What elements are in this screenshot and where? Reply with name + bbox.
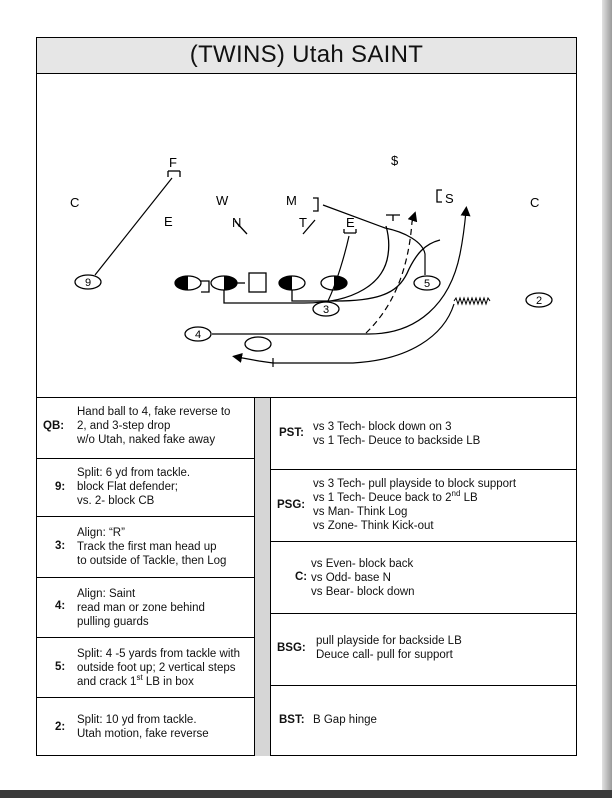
player-3-symbol xyxy=(312,301,340,317)
assignment-label: 3: xyxy=(55,540,66,552)
player-4-symbol xyxy=(184,326,212,342)
player-2-motion xyxy=(453,296,491,306)
assignment-label: QB: xyxy=(43,420,65,432)
player-3-route xyxy=(327,235,350,302)
left-assignment-column: QB: Hand ball to 4, fake reverse to 2, a… xyxy=(37,398,254,756)
center-symbol xyxy=(248,272,267,293)
player-9-number: 9 xyxy=(85,277,91,289)
assignment-row-9: 9: Split: 6 yd from tackle. block Flat d… xyxy=(37,459,254,517)
defender-C-right-label: C xyxy=(530,195,539,210)
defender-M-mark xyxy=(313,197,319,212)
player-9-symbol xyxy=(74,274,102,290)
defender-M-label: M xyxy=(286,193,297,208)
qb-fake-route xyxy=(365,211,418,334)
play-diagram: F $ C W M S C E N T E xyxy=(37,74,576,397)
assignment-text: B Gap hinge xyxy=(313,714,377,726)
assignment-text: Split: 10 yd from tackle. Utah motion, f… xyxy=(77,714,209,740)
page-title: (TWINS) Utah SAINT xyxy=(37,38,576,74)
qb-symbol xyxy=(244,336,272,352)
defender-F-label: F xyxy=(169,155,177,170)
player-2-reverse-route xyxy=(232,303,455,364)
assignment-row-qb: QB: Hand ball to 4, fake reverse to 2, a… xyxy=(37,398,254,459)
defender-T-label: T xyxy=(299,215,307,230)
assignment-text: vs 3 Tech- block down on 3 vs 1 Tech- De… xyxy=(313,421,481,447)
defender-LB-mark xyxy=(386,214,400,221)
assignment-row-bst: BST: B Gap hinge xyxy=(271,686,576,756)
defender-E-right-mark xyxy=(343,229,357,234)
assignment-text: vs Even- block back vs Odd- base N vs Be… xyxy=(311,558,415,598)
player-5-route xyxy=(322,204,426,275)
defender-T-mark xyxy=(302,219,316,235)
assignment-text: Split: 4 -5 yards from tackle with outsi… xyxy=(77,648,240,688)
assignment-label: PST: xyxy=(279,427,304,439)
player-5-number: 5 xyxy=(424,278,430,290)
defender-E-right-label: E xyxy=(346,215,355,230)
play-sheet: (TWINS) Utah SAINT F $ C W M S C E N xyxy=(36,37,577,756)
assignment-text: vs 3 Tech- pull playside to block suppor… xyxy=(313,478,517,532)
assignment-row-bsg: BSG: pull playside for backside LB Deuce… xyxy=(271,614,576,686)
assignment-row-psg: PSG: vs 3 Tech- pull playside to block s… xyxy=(271,470,576,542)
assignment-text: pull playside for backside LB Deuce call… xyxy=(316,635,462,661)
defender-S-mark xyxy=(436,189,442,203)
tight-end-hinge xyxy=(201,280,210,293)
assignment-row-pst: PST: vs 3 Tech- block down on 3 vs 1 Tec… xyxy=(271,398,576,470)
page-edge-shadow xyxy=(602,0,612,798)
defender-S-label: S xyxy=(445,191,454,206)
assignment-row-c: C: vs Even- block back vs Odd- base N vs… xyxy=(271,542,576,614)
defender-N-mark xyxy=(234,220,248,235)
assignment-label: PSG: xyxy=(277,499,306,511)
assignment-label: 9: xyxy=(55,481,66,493)
assignment-text: Split: 6 yd from tackle. block Flat defe… xyxy=(77,467,191,507)
assignment-tables: QB: Hand ball to 4, fake reverse to 2, a… xyxy=(37,397,576,756)
assignment-text: Align: Saint read man or zone behind pul… xyxy=(77,588,205,628)
assignment-label: 4: xyxy=(55,600,66,612)
assignment-text: Hand ball to 4, fake reverse to 2, and 3… xyxy=(77,406,231,446)
page-bottom-shadow xyxy=(0,790,612,798)
assignment-text: Align: “R” Track the first man head up t… xyxy=(77,527,227,567)
assignment-row-2: 2: Split: 10 yd from tackle. Utah motion… xyxy=(37,698,254,756)
player-4-number: 4 xyxy=(195,329,201,341)
assignment-row-5: 5: Split: 4 -5 yards from tackle with ou… xyxy=(37,638,254,698)
offensive-line xyxy=(174,272,348,293)
player-9-route xyxy=(94,177,173,276)
assignment-label: BSG: xyxy=(277,642,306,654)
player-4-route xyxy=(212,206,471,335)
defender-C-left-label: C xyxy=(70,195,79,210)
column-divider xyxy=(254,398,271,756)
assignment-label: 2: xyxy=(55,721,66,733)
defender-W-label: W xyxy=(216,193,229,208)
playside-guard-pull xyxy=(291,239,441,302)
player-2-symbol xyxy=(525,292,553,308)
assignment-label: C: xyxy=(295,571,308,583)
assignment-row-4: 4: Align: Saint read man or zone behind … xyxy=(37,578,254,638)
player-5-symbol xyxy=(413,275,441,291)
player-3-number: 3 xyxy=(323,304,329,316)
right-assignment-column: PST: vs 3 Tech- block down on 3 vs 1 Tec… xyxy=(271,398,576,756)
assignment-row-3: 3: Align: “R” Track the first man head u… xyxy=(37,517,254,578)
assignment-label: BST: xyxy=(279,714,305,726)
defender-E-left-label: E xyxy=(164,214,173,229)
defender-dollar-label: $ xyxy=(391,153,399,168)
assignment-label: 5: xyxy=(55,661,66,673)
player-2-number: 2 xyxy=(536,295,542,307)
